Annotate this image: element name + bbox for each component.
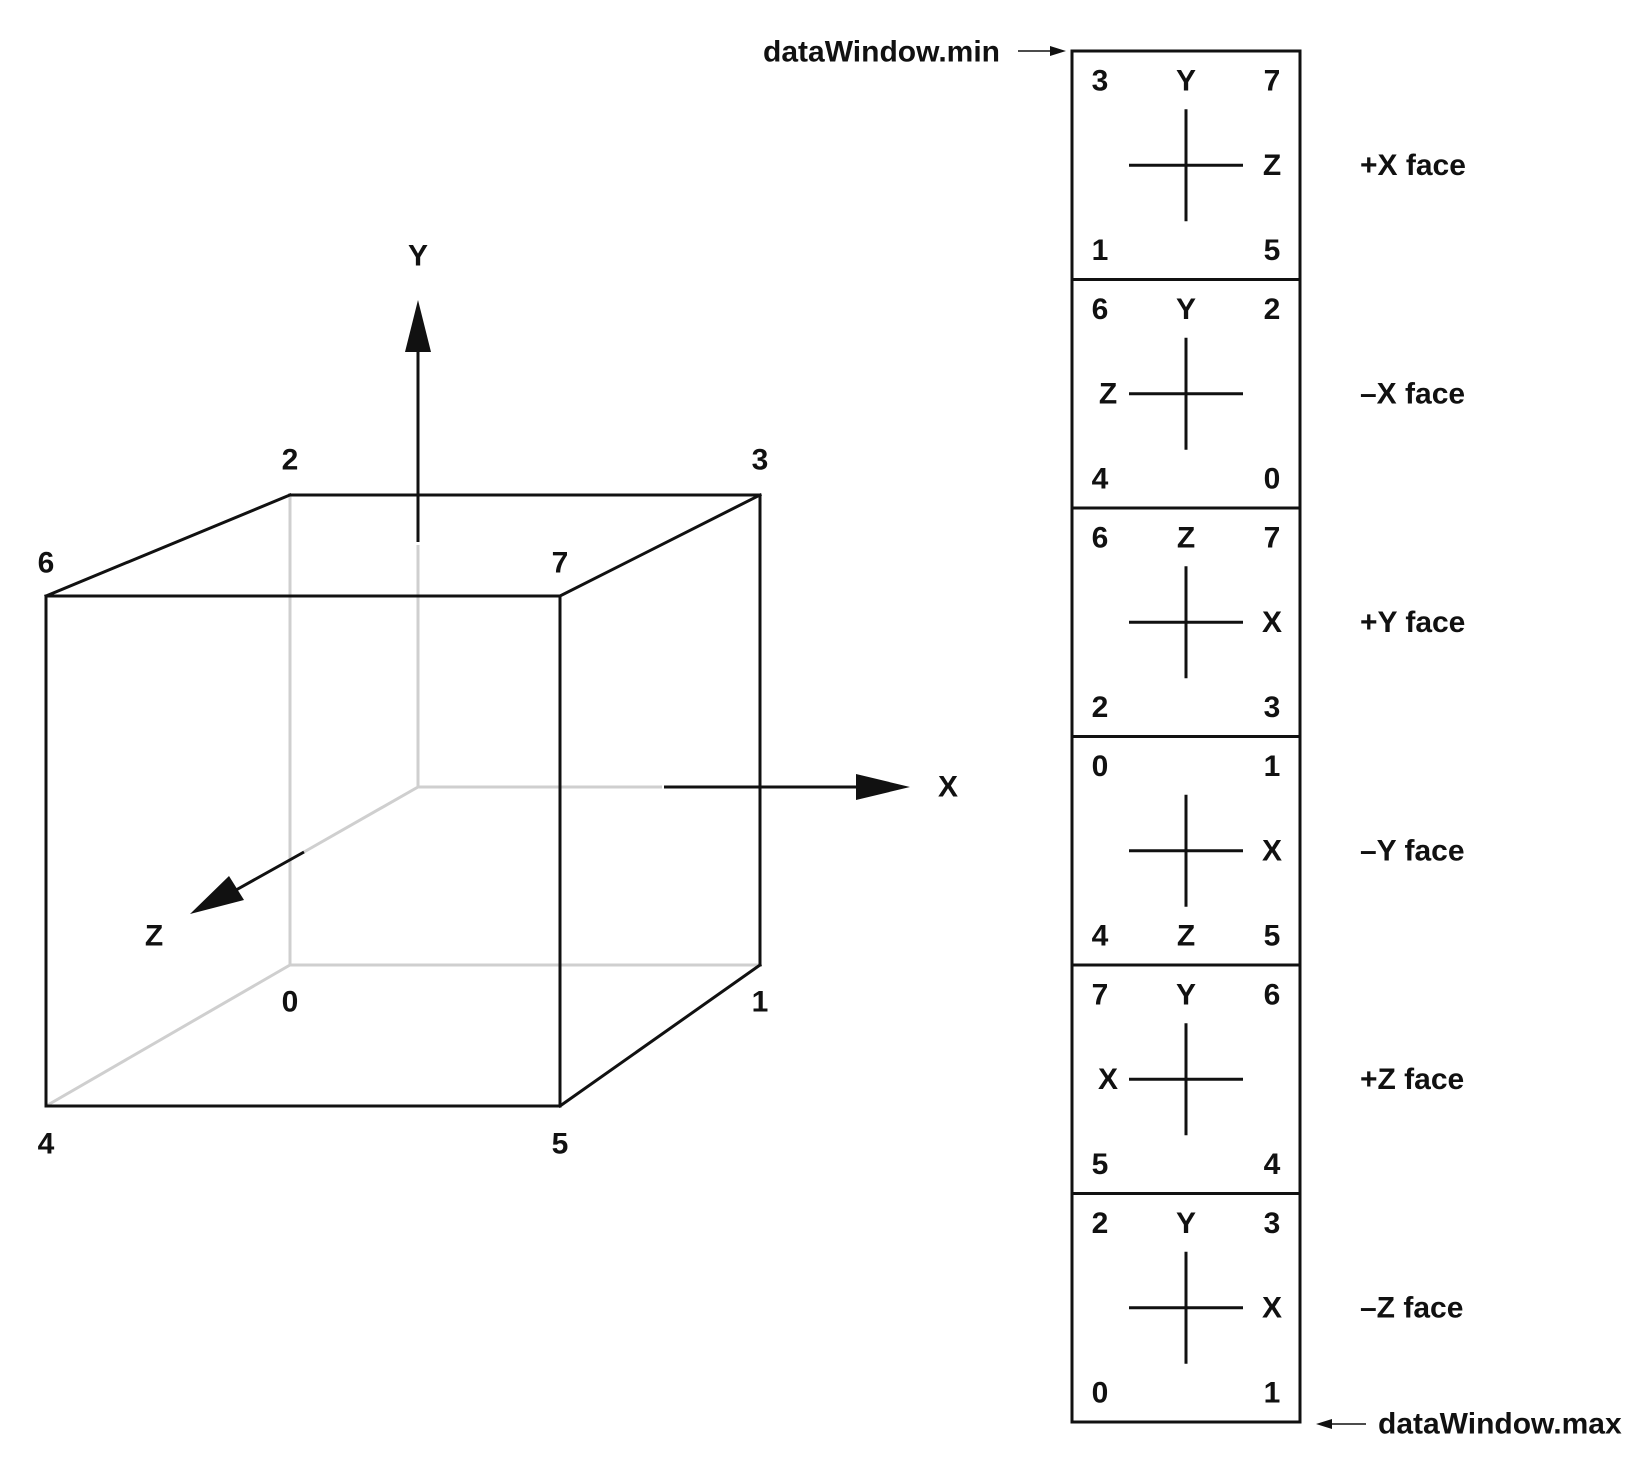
vertex-label-5: 5 bbox=[552, 1128, 569, 1161]
vertex-label-1: 1 bbox=[752, 986, 769, 1019]
face-corner-bottom-left: 0 bbox=[1092, 1377, 1109, 1410]
face-corner-top-left: 6 bbox=[1092, 522, 1109, 555]
face-corner-top-right: 7 bbox=[1264, 522, 1281, 555]
vertex-label-2: 2 bbox=[282, 444, 299, 477]
face-corner-bottom-right: 4 bbox=[1264, 1148, 1281, 1181]
face-corner-bottom-right: 5 bbox=[1264, 920, 1281, 953]
face-name-label: +X face bbox=[1360, 149, 1466, 182]
face-axis-right: Z bbox=[1263, 149, 1281, 182]
y-axis-arrowhead bbox=[405, 300, 431, 352]
face-corner-top-right: 3 bbox=[1264, 1207, 1281, 1240]
face-axis-top: Y bbox=[1176, 979, 1196, 1012]
face-axis-top: Z bbox=[1177, 522, 1195, 555]
face-axis-top: Y bbox=[1176, 65, 1196, 98]
vertex-label-6: 6 bbox=[38, 547, 55, 580]
face-corner-top-left: 0 bbox=[1092, 750, 1109, 783]
vertex-label-3: 3 bbox=[752, 444, 769, 477]
x-axis-label: X bbox=[938, 771, 958, 804]
face-name-label: –Y face bbox=[1360, 834, 1465, 867]
y-axis-label: Y bbox=[408, 240, 428, 273]
face-corner-bottom-left: 4 bbox=[1092, 463, 1109, 496]
z-axis-hidden-segment bbox=[303, 785, 419, 854]
cube-front-face bbox=[44, 594, 562, 1108]
cube-edge-5-1 bbox=[557, 962, 763, 1109]
face-corner-bottom-left: 4 bbox=[1092, 920, 1109, 953]
data-window-max-label: dataWindow.max bbox=[1378, 1408, 1622, 1441]
face-corner-top-left: 6 bbox=[1092, 293, 1109, 326]
cube-hidden-edge-0-4 bbox=[45, 963, 291, 1108]
face-corner-top-right: 6 bbox=[1264, 979, 1281, 1012]
face-corner-bottom-left: 5 bbox=[1092, 1148, 1109, 1181]
data-window-min-label: dataWindow.min bbox=[763, 36, 1000, 69]
z-axis-arrowhead bbox=[190, 876, 244, 914]
z-axis-line bbox=[235, 850, 305, 892]
face-axis-bottom: Z bbox=[1177, 920, 1195, 953]
face-name-label: –X face bbox=[1360, 377, 1465, 410]
face-name-label: –Z face bbox=[1360, 1291, 1463, 1324]
vertex-label-0: 0 bbox=[282, 986, 299, 1019]
cube: 2 3 6 7 0 1 4 5 Y X Z bbox=[38, 240, 958, 1161]
cube-edge-7-3 bbox=[557, 492, 763, 599]
face-corner-top-left: 7 bbox=[1092, 979, 1109, 1012]
face-box bbox=[1070, 1192, 1302, 1424]
face-axis-right: X bbox=[1262, 606, 1282, 639]
face-panel bbox=[1070, 1192, 1302, 1424]
face-name-label: +Y face bbox=[1360, 606, 1465, 639]
data-window-min-arrowhead bbox=[1050, 46, 1066, 56]
face-corner-bottom-right: 5 bbox=[1264, 234, 1281, 267]
vertex-label-4: 4 bbox=[38, 1128, 55, 1161]
face-corner-bottom-right: 3 bbox=[1264, 691, 1281, 724]
face-axis-top: Y bbox=[1176, 1207, 1196, 1240]
data-window-max-arrowhead bbox=[1316, 1419, 1332, 1429]
z-axis-label: Z bbox=[145, 920, 163, 953]
face-corner-top-right: 7 bbox=[1264, 65, 1281, 98]
face-corner-top-right: 1 bbox=[1264, 750, 1281, 783]
vertex-label-7: 7 bbox=[552, 547, 569, 580]
face-corner-bottom-left: 1 bbox=[1092, 234, 1109, 267]
face-corner-bottom-right: 0 bbox=[1264, 463, 1281, 496]
face-corner-top-left: 2 bbox=[1092, 1207, 1109, 1240]
face-corner-bottom-left: 2 bbox=[1092, 691, 1109, 724]
face-corner-bottom-right: 1 bbox=[1264, 1377, 1281, 1410]
face-axis-left: X bbox=[1098, 1063, 1118, 1096]
face-corner-top-left: 3 bbox=[1092, 65, 1109, 98]
face-corner-top-right: 2 bbox=[1264, 293, 1281, 326]
cube-edge-6-2 bbox=[44, 493, 292, 598]
face-axis-left: Z bbox=[1099, 377, 1117, 410]
face-axis-right: X bbox=[1262, 1291, 1282, 1324]
x-axis-arrowhead bbox=[856, 774, 910, 800]
face-axis-top: Y bbox=[1176, 293, 1196, 326]
face-name-label: +Z face bbox=[1360, 1063, 1464, 1096]
face-axis-right: X bbox=[1262, 834, 1282, 867]
